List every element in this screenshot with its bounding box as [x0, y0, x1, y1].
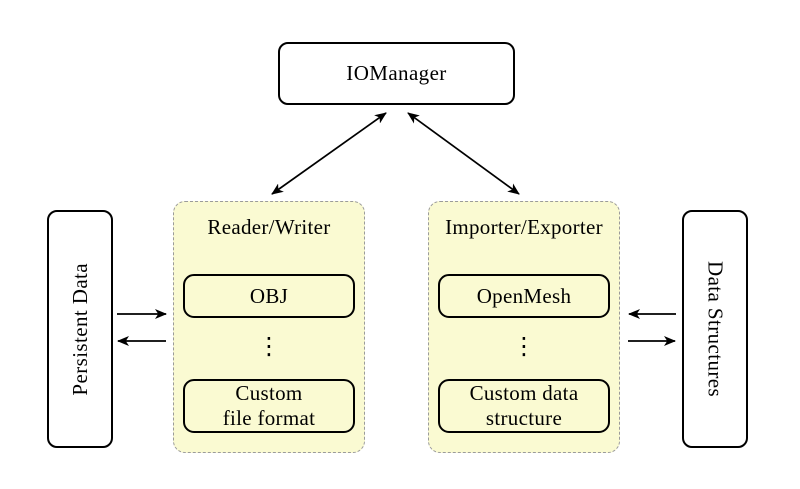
node-data-structures: Data Structures: [682, 210, 748, 448]
node-openmesh: OpenMesh: [438, 274, 610, 318]
ellipsis-reader-writer: ⋮: [257, 332, 281, 360]
node-iomanager-label: IOManager: [346, 61, 447, 85]
node-persistent-data-label: Persistent Data: [67, 262, 92, 396]
ellipsis-importer-exporter: ⋮: [512, 332, 536, 360]
group-reader-writer: Reader/Writer OBJ ⋮ Custom file format: [173, 201, 365, 453]
arrow-iomanager-importer-exporter: [407, 112, 520, 195]
node-data-structures-label: Data Structures: [703, 260, 728, 398]
group-importer-exporter: Importer/Exporter OpenMesh ⋮ Custom data…: [428, 201, 620, 453]
node-obj-label: OBJ: [249, 283, 289, 308]
node-custom-data-structure: Custom data structure: [438, 379, 610, 433]
node-custom-file-format-label: Custom file format: [222, 381, 316, 430]
group-importer-exporter-title: Importer/Exporter: [445, 215, 603, 239]
node-custom-file-format: Custom file format: [183, 379, 355, 433]
node-iomanager: IOManager: [278, 42, 515, 105]
node-custom-data-structure-label: Custom data structure: [469, 381, 579, 430]
group-reader-writer-title: Reader/Writer: [207, 215, 331, 239]
arrow-iomanager-reader-writer: [271, 112, 387, 195]
node-persistent-data: Persistent Data: [47, 210, 113, 448]
node-obj: OBJ: [183, 274, 355, 318]
node-openmesh-label: OpenMesh: [476, 283, 572, 308]
